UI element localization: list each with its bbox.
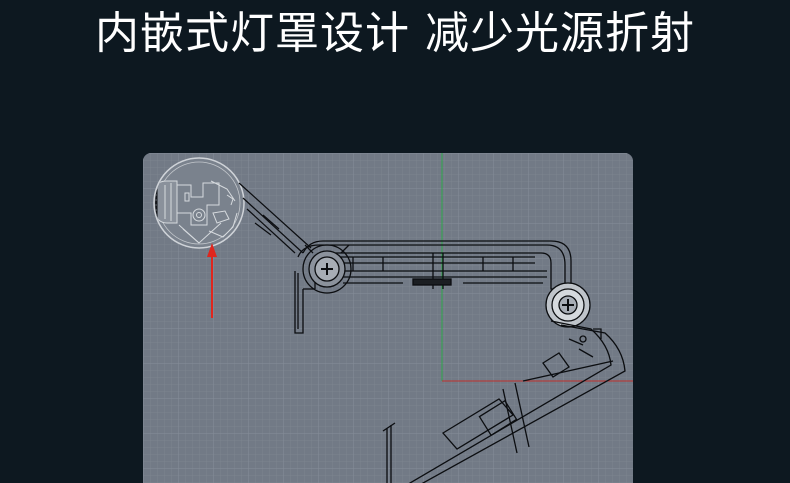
- cad-viewport[interactable]: [143, 153, 633, 483]
- pivot-knob-left: [302, 244, 352, 294]
- link-arm: [238, 182, 312, 254]
- indicator-arrow: [207, 243, 217, 318]
- lower-arm: [382, 320, 626, 483]
- pivot-knob-right: [545, 282, 591, 328]
- cad-drawing: [143, 153, 633, 483]
- headline-title: 内嵌式灯罩设计 减少光源折射: [95, 8, 695, 59]
